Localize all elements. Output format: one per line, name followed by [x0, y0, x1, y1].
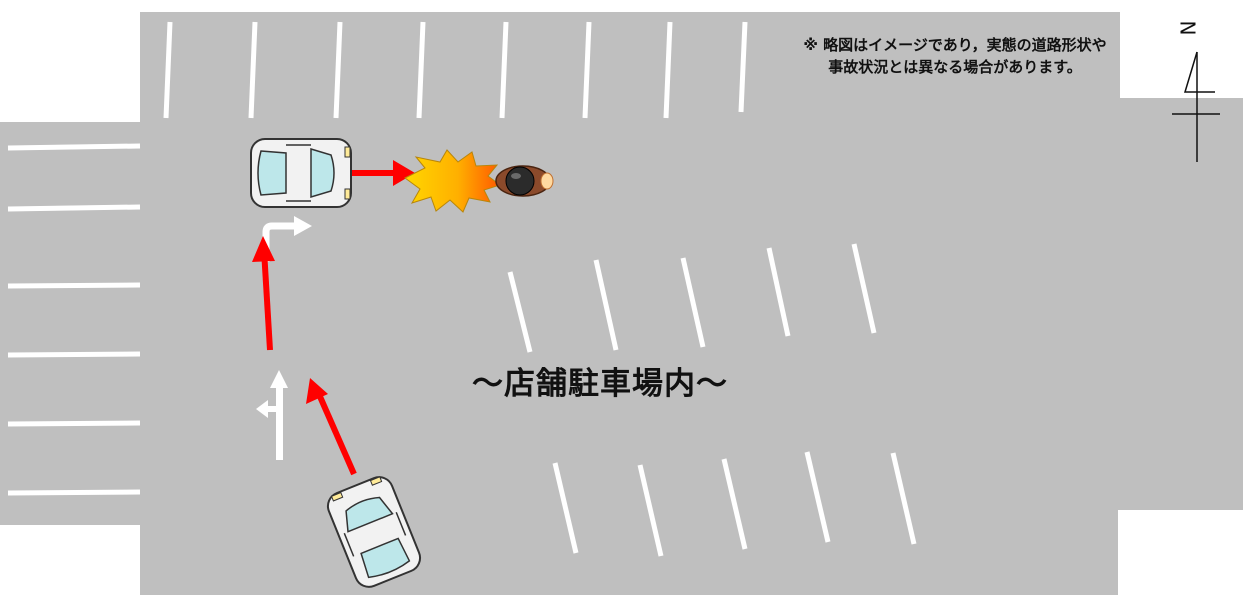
car-bottom-icon	[326, 476, 422, 588]
top-stall-lines	[163, 21, 748, 119]
vehicle-a-path-heads	[252, 160, 415, 404]
area-label: ～店舗駐車場内～	[472, 366, 728, 402]
left-lane-markings	[7, 143, 141, 496]
disclaimer-note: ※ 略図はイメージであり，実態の道路形状や 事故状況とは異なる場合があります。	[770, 34, 1140, 78]
disclaimer-line-1: ※ 略図はイメージであり，実態の道路形状や	[803, 36, 1107, 54]
parking-lot-pavement	[0, 12, 1243, 595]
car-top-icon	[250, 138, 352, 208]
middle-stall-lines	[507, 243, 877, 353]
bottom-stall-lines	[552, 451, 917, 557]
road-arrow-right-turn	[262, 222, 296, 262]
vehicle-a-path	[261, 170, 400, 476]
north-arrow-icon	[1172, 51, 1220, 162]
road-arrow-right-turn-head	[294, 216, 312, 236]
motorcycle-icon	[495, 165, 554, 197]
road-arrow-straight-left	[256, 370, 288, 460]
north-label: N	[1175, 20, 1200, 36]
disclaimer-line-2: 事故状況とは異なる場合があります。	[828, 58, 1082, 76]
